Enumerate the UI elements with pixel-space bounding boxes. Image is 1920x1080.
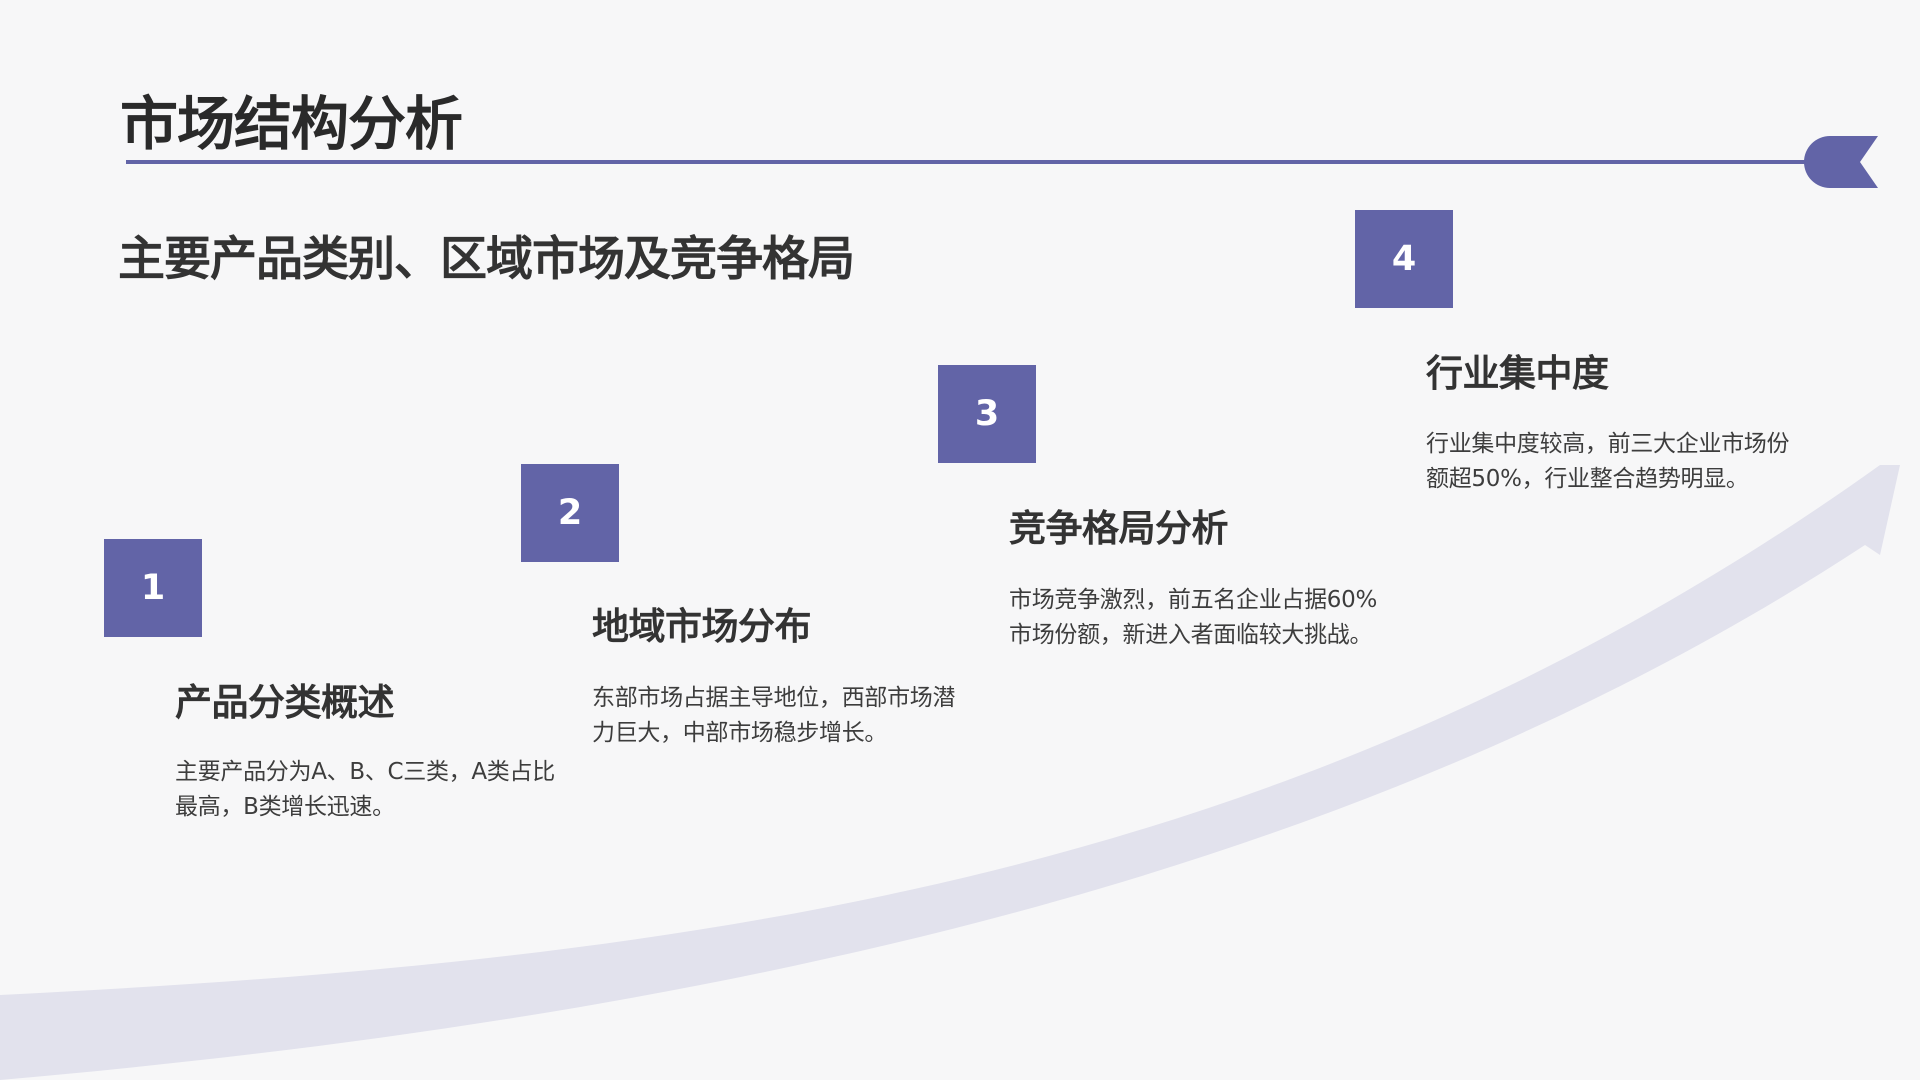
step-3-description: 市场竞争激烈，前五名企业占据60%市场份额，新进入者面临较大挑战。 [1009,587,1378,648]
step-4-number-badge: 4 [1355,210,1453,308]
step-1-heading: 产品分类概述 [175,681,395,724]
step-3-heading: 竞争格局分析 [1009,507,1229,550]
step-1-description: 主要产品分为A、B、C三类，A类占比最高，B类增长迅速。 [175,759,555,820]
slide-title: 市场结构分析 [120,90,463,158]
step-2-number-badge: 2 [521,464,619,562]
step-2-heading: 地域市场分布 [592,605,812,648]
ribbon-end-shape [1804,136,1878,188]
step-4-description: 行业集中度较高，前三大企业市场份额超50%，行业整合趋势明显。 [1426,431,1790,492]
step-4-heading: 行业集中度 [1426,352,1609,395]
step-2-description: 东部市场占据主导地位，西部市场潜力巨大，中部市场稳步增长。 [592,685,956,746]
step-3-number-badge: 3 [938,365,1036,463]
growth-arrow-shape [0,465,1900,1080]
slide-subtitle: 主要产品类别、区域市场及竞争格局 [118,232,855,287]
step-1-number-badge: 1 [104,539,202,637]
